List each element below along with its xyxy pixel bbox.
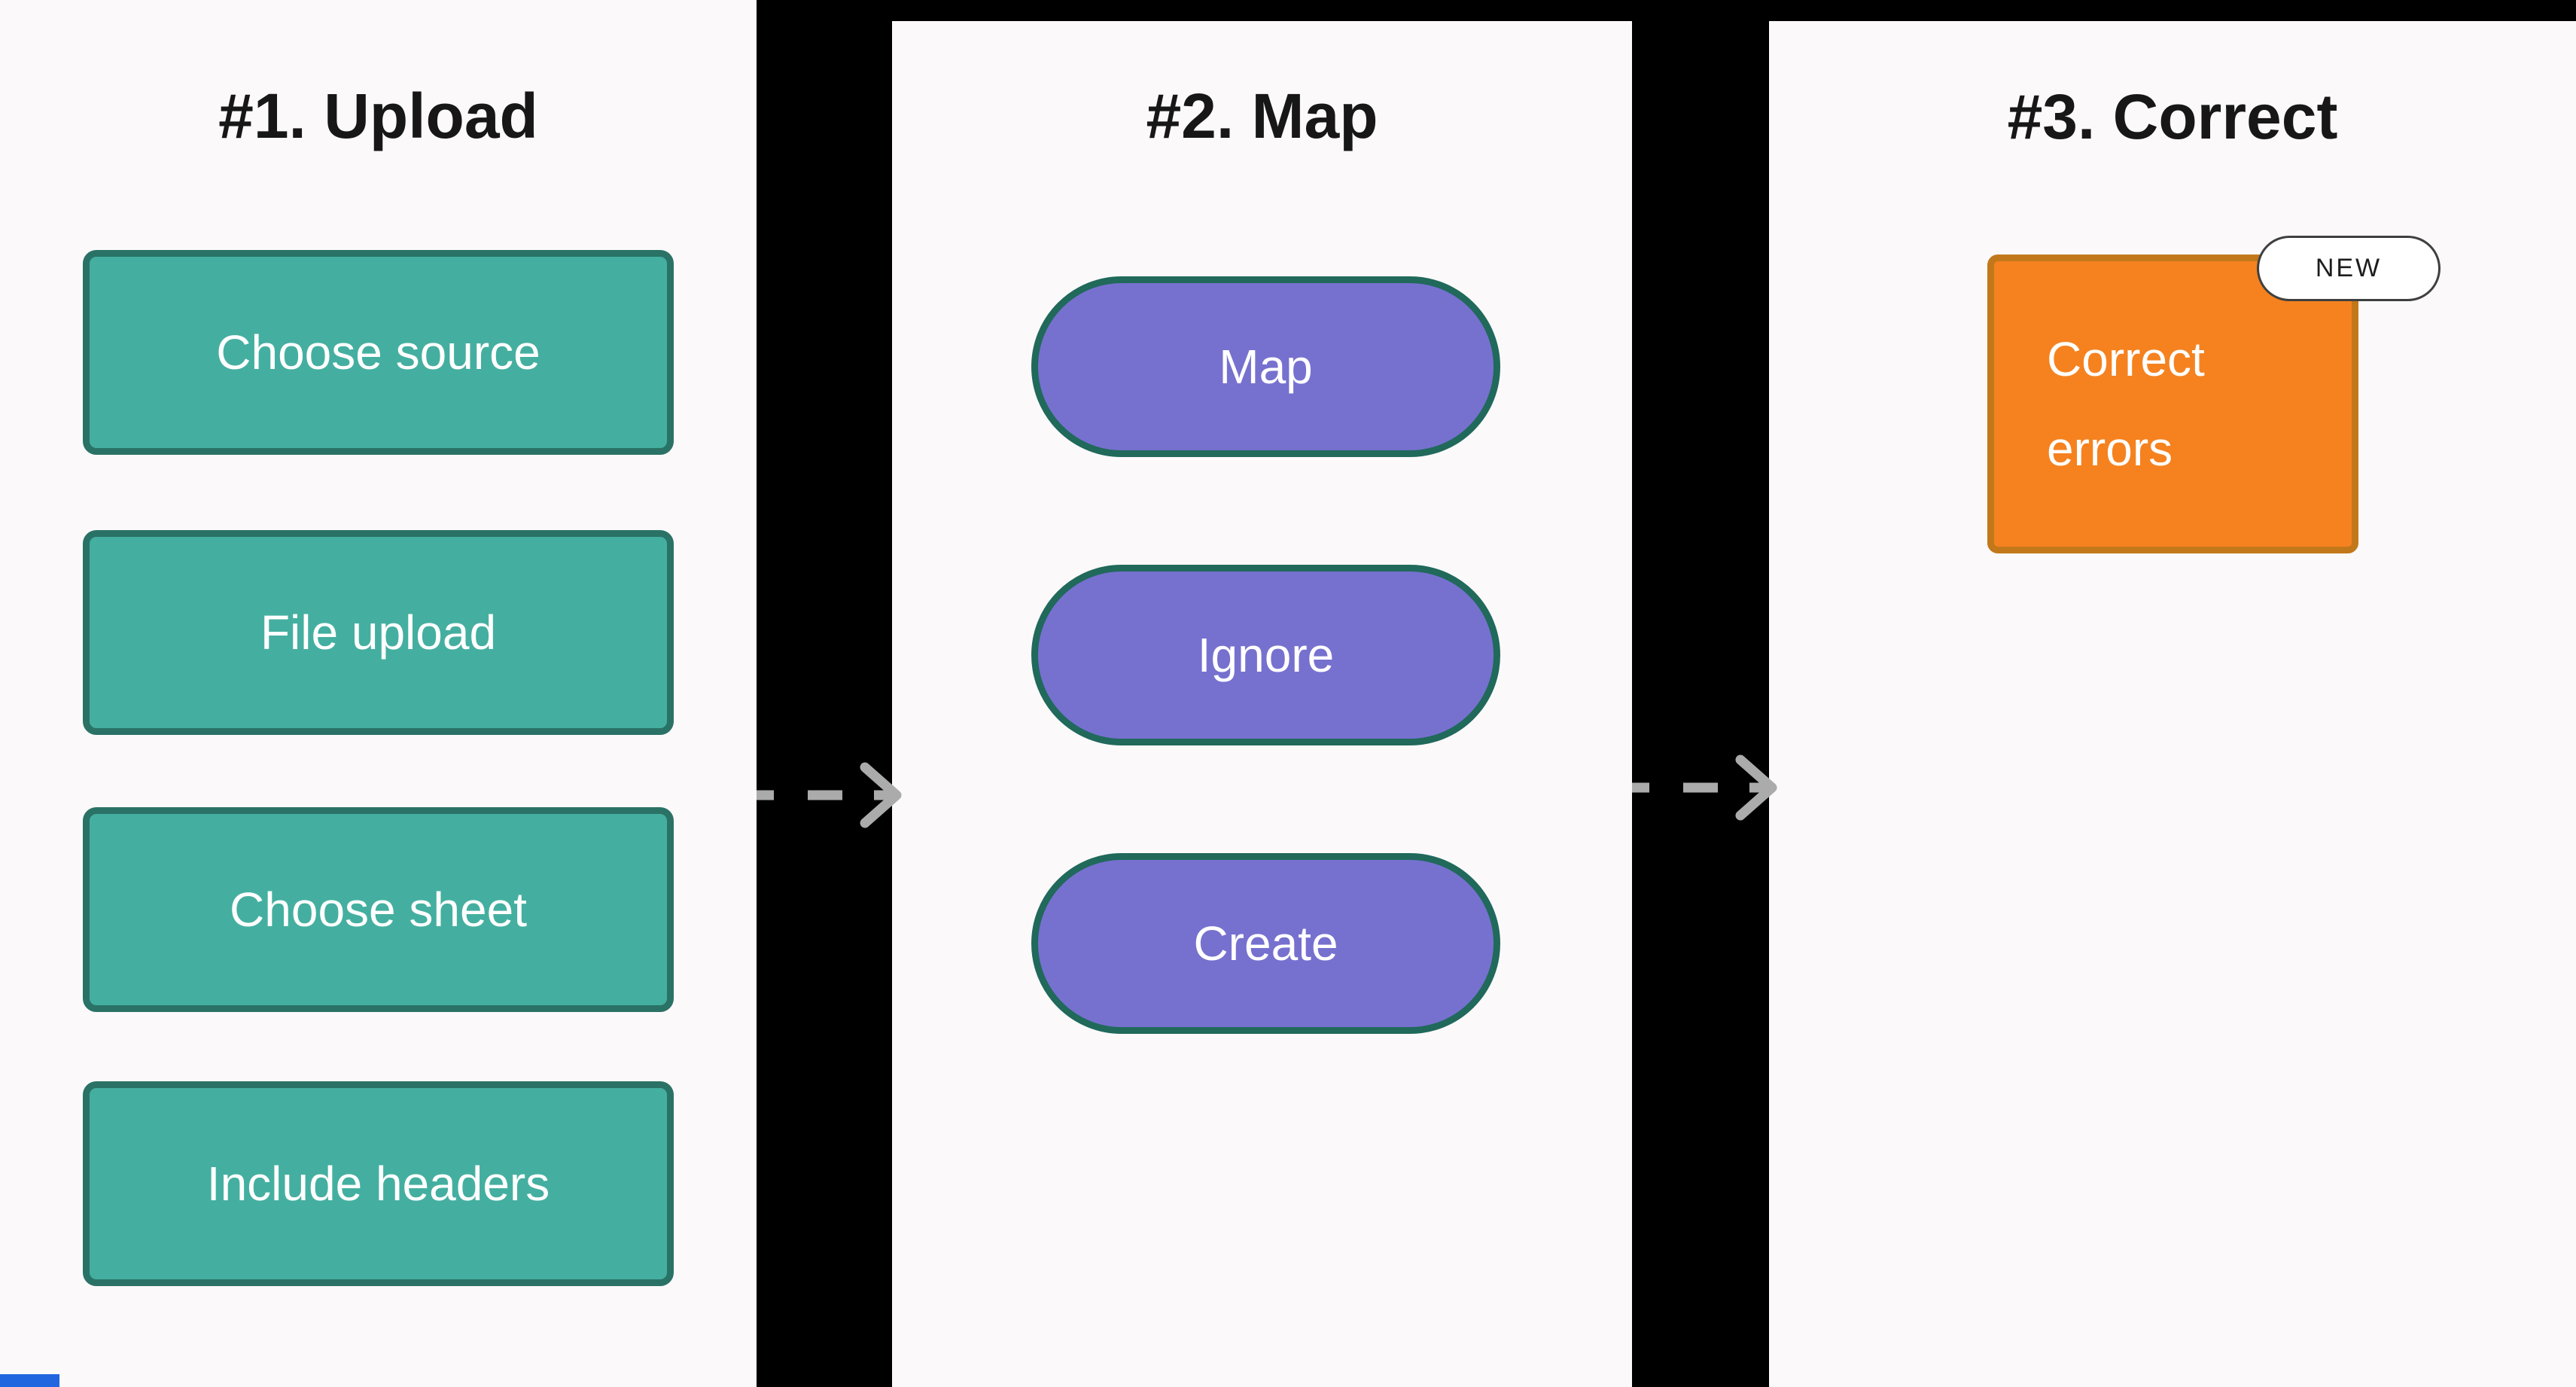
panel-map-title: #2. Map bbox=[1146, 81, 1378, 151]
panel-correct: #3. Correct Correct errors NEW bbox=[1769, 21, 2576, 1387]
node-choose-sheet[interactable]: Choose sheet bbox=[83, 807, 674, 1012]
node-map[interactable]: Map bbox=[1031, 276, 1500, 457]
node-file-upload[interactable]: File upload bbox=[83, 530, 674, 735]
dashed-arrow-right-icon bbox=[1632, 754, 1777, 821]
blue-edge-fragment bbox=[0, 1374, 59, 1387]
panel-map: #2. Map Map Ignore Create bbox=[892, 21, 1632, 1387]
panel-upload-title: #1. Upload bbox=[218, 81, 538, 151]
node-include-headers[interactable]: Include headers bbox=[83, 1081, 674, 1286]
node-choose-source[interactable]: Choose source bbox=[83, 250, 674, 455]
panel-upload: #1. Upload Choose source File upload Cho… bbox=[0, 0, 757, 1387]
new-badge: NEW bbox=[2257, 236, 2441, 301]
node-create[interactable]: Create bbox=[1031, 853, 1500, 1034]
panel-correct-title: #3. Correct bbox=[2007, 81, 2338, 152]
node-correct-errors[interactable]: Correct errors bbox=[1987, 255, 2358, 553]
node-ignore[interactable]: Ignore bbox=[1031, 565, 1500, 745]
dashed-arrow-right-icon bbox=[757, 762, 902, 828]
